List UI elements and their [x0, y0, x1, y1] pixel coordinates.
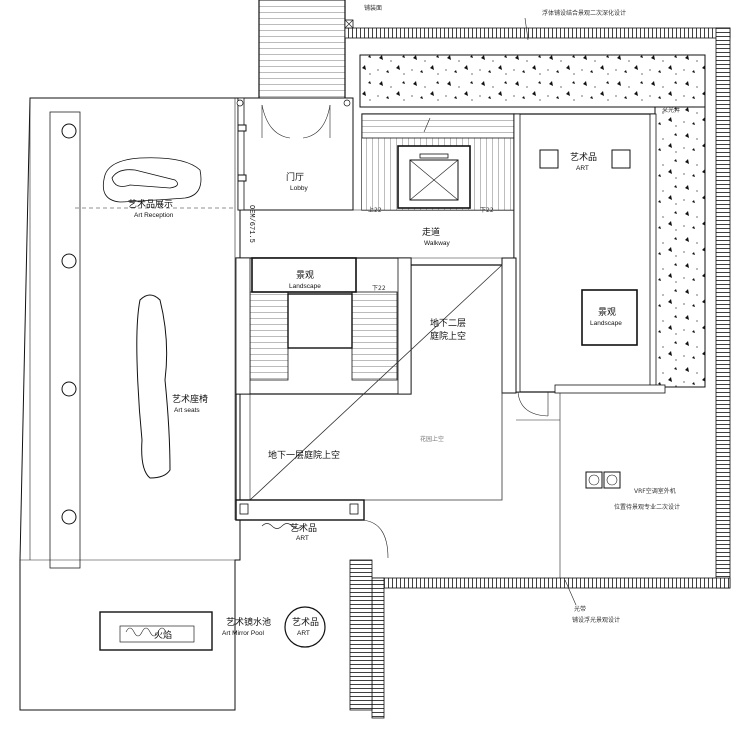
stair-elevator-core [361, 113, 515, 211]
up-marker: 上22 [368, 206, 382, 214]
garden-above-label: 花园上空 [420, 435, 444, 443]
lobby-label-en: Lobby [290, 185, 308, 192]
boundary-wall-top-right [344, 19, 731, 719]
mirror-pool-label-en: Art Mirror Pool [222, 630, 264, 637]
landscape-top-label-cn: 景观 [296, 270, 314, 281]
walkway-label-en: Walkway [424, 240, 451, 247]
art-display-label-en: Art Reception [134, 212, 174, 219]
courtyard-void-b1 [235, 264, 503, 559]
stair-down-marker: 下22 [372, 285, 386, 292]
right-edge-label: 采光井 [662, 106, 680, 114]
lower-stair-core [235, 257, 412, 395]
lobby-label-cn: 门厅 [286, 171, 304, 183]
mirror-pool-area [99, 559, 373, 711]
entrance-stair [258, 0, 346, 99]
mirror-pool-label-cn: 艺术镜水池 [226, 616, 271, 628]
art-seats-shape [136, 294, 171, 479]
vrf-unit [585, 471, 621, 489]
top-small-label: 铺装面 [364, 4, 382, 12]
courtyard-b1-label: 地下一层庭院上空 [268, 449, 340, 461]
art-circle-label-cn: 艺术品 [292, 616, 319, 628]
courtyard-b2-line2: 庭院上空 [430, 330, 466, 342]
vrf-line1: VRF空调室外机 [634, 487, 676, 495]
right-hall [513, 113, 666, 417]
landscape-right-label-cn: 景观 [598, 307, 616, 318]
leader-lines [524, 17, 577, 606]
art-reception-sculpture [75, 157, 235, 209]
bottom-note-line1: 光带 [574, 605, 586, 613]
art-mid-label-cn: 艺术品 [290, 522, 317, 534]
bottom-note-line2: 铺设浮光景观设计 [572, 616, 620, 624]
walkway-lines [353, 209, 561, 578]
art-top-label-en: ART [576, 165, 589, 172]
landscape-right-label-en: Landscape [590, 320, 622, 327]
down-marker: 下22 [480, 207, 494, 214]
art-display-label-cn: 艺术品展示 [128, 198, 173, 210]
lobby-area [236, 97, 354, 211]
vertical-dimension: OEM/671.5 [247, 205, 255, 243]
planting-band [359, 54, 706, 388]
top-note: 浮体铺设结合景观二次深化设计 [542, 9, 626, 17]
landscape-top-label-en: Landscape [289, 283, 321, 290]
art-top-label-cn: 艺术品 [570, 151, 597, 163]
courtyard-b2-line1: 地下二层 [430, 317, 466, 329]
art-seats-label-cn: 艺术座椅 [172, 393, 208, 405]
art-seats-label-en: Art seats [174, 407, 200, 414]
art-circle-label-en: ART [297, 630, 310, 637]
art-mid-label-en: ART [296, 535, 309, 542]
left-terrace [19, 97, 241, 711]
vrf-line2: 位置待景观专业二次设计 [614, 503, 680, 511]
fire-label: 火焰 [154, 629, 172, 641]
column-circles [61, 123, 77, 525]
walkway-label-cn: 走道 [422, 226, 440, 238]
